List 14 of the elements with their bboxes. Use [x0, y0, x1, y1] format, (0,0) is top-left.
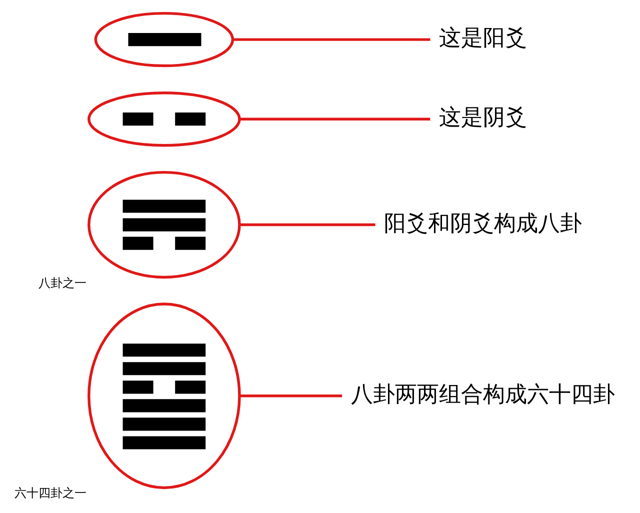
node-text: 八卦两两组合构成六十四卦	[350, 382, 615, 407]
node-text: 这是阳爻	[439, 26, 528, 50]
connector	[232, 38, 430, 40]
node-ellipse	[88, 91, 241, 146]
node-ellipse	[88, 170, 241, 278]
node-ellipse	[94, 11, 234, 67]
connector	[240, 394, 342, 397]
node-text: 这是阴爻	[439, 105, 528, 130]
node-text: 阳爻和阴爻构成八卦	[384, 210, 582, 236]
node-ellipse	[88, 302, 241, 489]
node-label: 八卦之一	[38, 275, 87, 290]
connector	[240, 222, 376, 226]
connector	[240, 117, 430, 120]
node-label: 六十四卦之一	[14, 486, 87, 500]
